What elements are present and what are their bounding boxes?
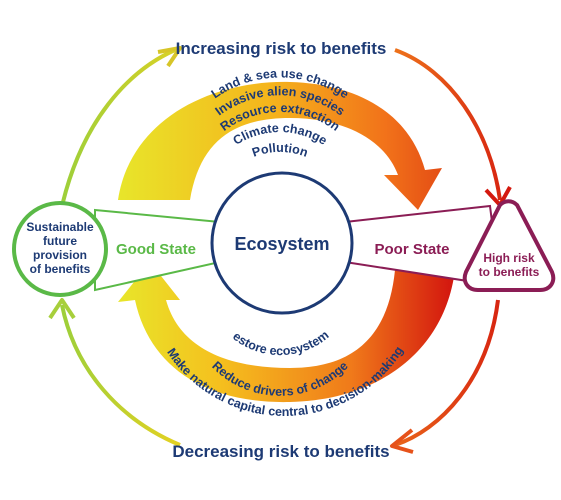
sustainable-line-1: Sustainable (26, 220, 94, 234)
sustainable-node-text: Sustainable future provision of benefits (26, 220, 94, 276)
ecosystem-circle (210, 171, 354, 315)
ecosystem-label: Ecosystem (234, 234, 329, 254)
pressure-item: Pollution (250, 141, 310, 160)
increasing-risk-label: Increasing risk to benefits (176, 39, 387, 58)
sustainable-line-4: of benefits (30, 262, 91, 276)
high-risk-node (462, 199, 556, 292)
good-state-label: Good State (116, 241, 196, 258)
sustainable-node (12, 201, 108, 297)
sustainable-line-3: provision (33, 248, 87, 262)
poor-state-label: Poor State (374, 241, 449, 258)
pressures-arrow (118, 81, 442, 210)
sustainable-line-2: future (43, 234, 77, 248)
responses-arrow (118, 262, 455, 403)
high-risk-line-2: to benefits (479, 265, 540, 279)
decreasing-risk-label: Decreasing risk to benefits (172, 442, 389, 461)
increasing-risk-arrow (58, 46, 512, 216)
high-risk-line-1: High risk (483, 251, 535, 265)
high-risk-node-text: High risk to benefits (479, 251, 540, 279)
decreasing-risk-arrow (48, 298, 500, 454)
